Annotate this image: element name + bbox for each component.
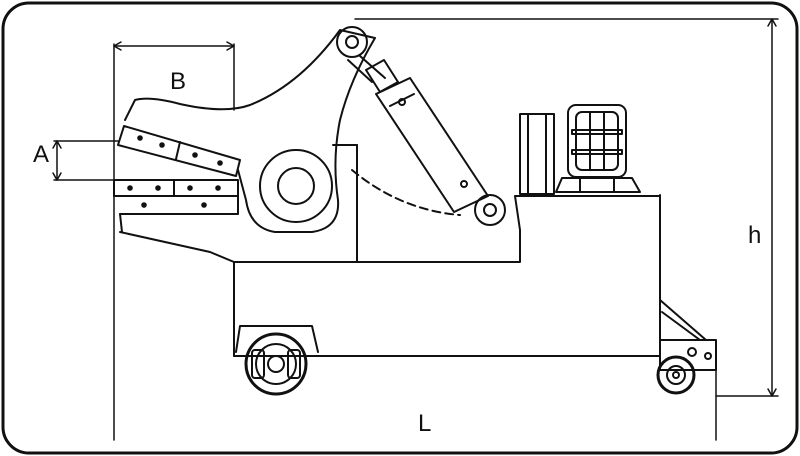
dimension-label-l: L	[418, 410, 432, 437]
dimension-label-a: A	[33, 141, 50, 168]
upper-jaw-arm	[124, 29, 461, 233]
front-wheel	[235, 325, 319, 396]
lower-blade	[113, 179, 239, 208]
hydraulic-cylinder	[336, 26, 506, 226]
oil-tank	[519, 113, 555, 195]
electric-motor	[555, 104, 641, 193]
rear-wheel	[656, 299, 717, 395]
dimension-label-b: B	[170, 68, 187, 95]
upper-blade	[117, 125, 241, 177]
dimension-label-h: h	[748, 222, 762, 249]
dimension-lines	[52, 18, 779, 441]
